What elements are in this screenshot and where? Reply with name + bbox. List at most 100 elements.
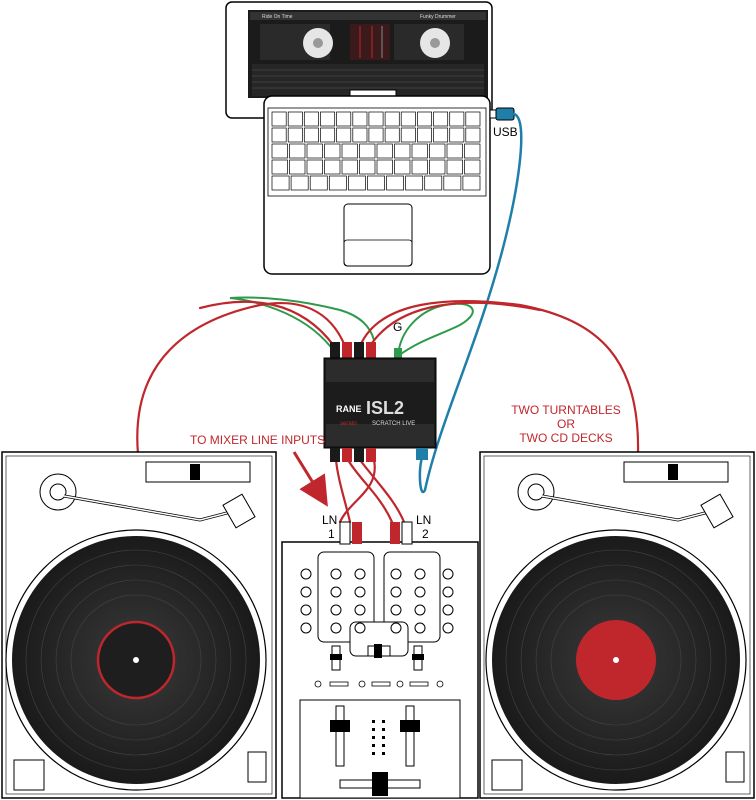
mixer-line-cable — [334, 458, 352, 524]
knob-icon — [330, 604, 342, 616]
keyboard-key — [324, 143, 341, 159]
keyboard-key — [405, 175, 424, 191]
ln1-number: 1 — [328, 527, 335, 541]
channel-fader-right — [400, 720, 420, 732]
decks-label-line-3: TWO CD DECKS — [519, 431, 612, 445]
keyboard-key — [324, 159, 341, 175]
touchpad — [343, 203, 413, 267]
knob-icon — [390, 604, 402, 616]
keyboard-key — [429, 143, 446, 159]
ground-cable — [397, 302, 474, 357]
knob-icon — [330, 622, 342, 634]
keyboard-key — [341, 143, 358, 159]
keyboard-key — [449, 127, 465, 143]
arrow-icon — [292, 451, 328, 507]
keyboard-key — [368, 127, 384, 143]
keyboard-key — [320, 127, 336, 143]
keyboard-key — [336, 127, 352, 143]
keyboard-key — [394, 143, 411, 159]
interface-serato: serato — [340, 421, 357, 427]
channel-fader-left — [330, 720, 350, 732]
keyboard-key — [303, 111, 319, 127]
keyboard-key — [271, 111, 287, 127]
keyboard-key — [384, 127, 400, 143]
knob-icon — [442, 568, 454, 580]
knob-icon — [300, 586, 312, 598]
keyboard-key — [289, 143, 306, 159]
knob-icon — [300, 604, 312, 616]
mixer — [281, 521, 479, 799]
keyboard-key — [352, 111, 368, 127]
keyboard-key — [359, 143, 376, 159]
keyboard-key — [287, 111, 303, 127]
knob-icon — [354, 586, 366, 598]
keyboard-key — [287, 127, 303, 143]
screen-left-title: Ride On Time — [262, 14, 293, 20]
knob-icon — [442, 622, 454, 634]
left-turntable-cable — [136, 301, 347, 456]
keyboard-key — [289, 159, 306, 175]
crossfader — [372, 772, 388, 796]
knob-icon — [354, 568, 366, 580]
keyboard-key — [290, 175, 309, 191]
keyboard-key — [465, 127, 481, 143]
interface-model: ISL2 — [366, 398, 404, 418]
keyboard-key — [417, 127, 432, 143]
keyboard-key — [433, 127, 449, 143]
knob-icon — [414, 622, 426, 634]
knob-icon — [300, 568, 312, 580]
cables — [136, 112, 640, 524]
keyboard-key — [320, 111, 336, 127]
keyboard-key — [464, 143, 481, 159]
keyboard-key — [368, 111, 384, 127]
keyboard-key — [271, 127, 287, 143]
isl2-interface: G RANE ISL2 serato SCRATCH LIVE — [323, 320, 437, 462]
keyboard-key — [464, 159, 481, 175]
interface-brand: RANE — [336, 404, 362, 414]
interface-output-jacks — [330, 448, 428, 462]
keyboard-key — [328, 175, 347, 191]
knob-icon — [390, 622, 402, 634]
keyboard-key — [271, 143, 288, 159]
usb-cable — [418, 112, 523, 494]
ln1-label: LN — [322, 513, 337, 527]
knob-icon — [442, 604, 454, 616]
right-turntable-cable — [358, 300, 640, 456]
mixer-knobs — [300, 568, 454, 634]
keyboard-key — [446, 159, 463, 175]
keyboard-key — [411, 143, 428, 159]
keyboard-key — [429, 159, 446, 175]
keyboard-key — [303, 127, 319, 143]
keyboard-key — [271, 159, 288, 175]
keyboard-key — [348, 175, 366, 191]
keyboard-key — [465, 111, 481, 127]
knob-icon — [414, 568, 426, 580]
knob-icon — [414, 604, 426, 616]
keyboard-key — [376, 143, 393, 159]
keyboard-key — [462, 175, 481, 191]
keyboard-key — [449, 111, 465, 127]
keyboard-key — [400, 111, 416, 127]
knob-icon — [300, 622, 312, 634]
keyboard-key — [394, 159, 411, 175]
turntable-right — [479, 451, 755, 799]
keyboard-key — [376, 159, 393, 175]
keyboard-key — [359, 159, 376, 175]
keyboard-key — [352, 127, 368, 143]
keyboard-key — [271, 175, 290, 191]
keyboard-key — [433, 111, 449, 127]
interface-input-jacks — [330, 342, 402, 358]
decks-label-line-2: OR — [557, 417, 575, 431]
decks-label-line-1: TWO TURNTABLES — [511, 403, 621, 417]
ln2-number: 2 — [422, 527, 429, 541]
turntable-left — [1, 451, 277, 799]
knob-icon — [330, 568, 342, 580]
keyboard-key — [424, 175, 443, 191]
knob-icon — [330, 586, 342, 598]
keyboard-key — [411, 159, 428, 175]
knob-icon — [442, 586, 454, 598]
usb-plug-icon — [495, 107, 515, 121]
keyboard-key — [417, 111, 432, 127]
keyboard-key — [336, 111, 352, 127]
keyboard-key — [306, 159, 323, 175]
